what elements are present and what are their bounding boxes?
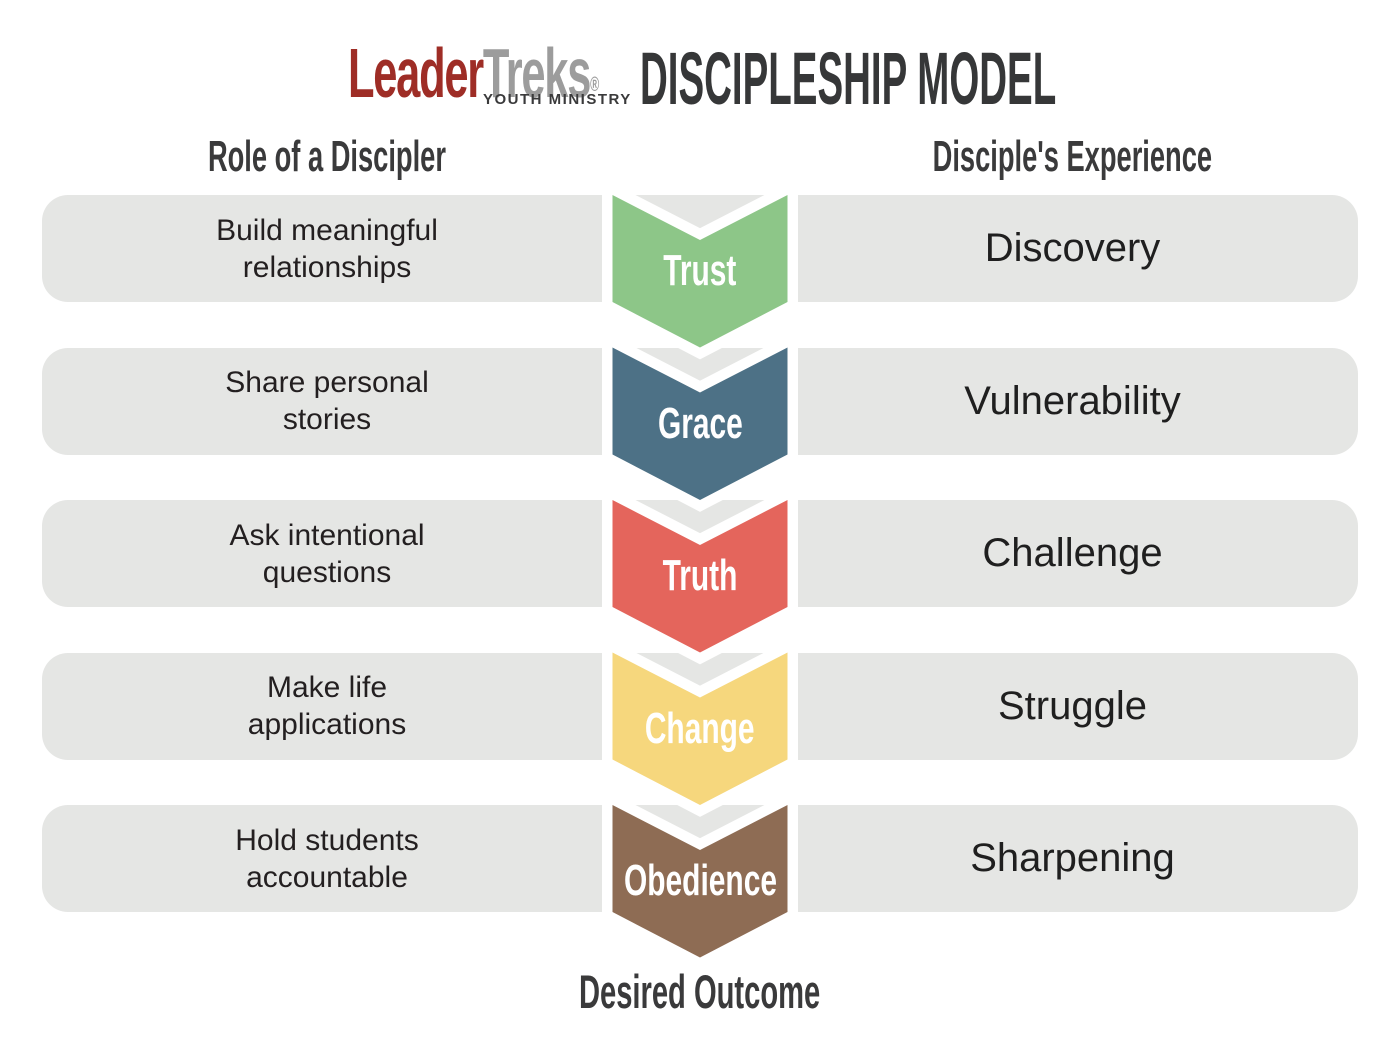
stage-label-change: Change — [612, 703, 788, 755]
role-text-grace: Share personal stories — [42, 348, 612, 455]
stage-label-text: Change — [645, 703, 755, 753]
role-text-change: Make life applications — [42, 653, 612, 760]
experience-text-vulnerability: Vulnerability — [964, 378, 1181, 423]
stage-label-truth: Truth — [612, 550, 788, 602]
role-line: Build meaningful — [216, 213, 438, 247]
column-header-right-label: Disciple's Experience — [932, 132, 1213, 181]
role-line: Ask intentional — [229, 518, 425, 552]
stage-label-text: Grace — [657, 398, 743, 448]
role-line: applications — [247, 708, 407, 741]
role-line: Share personal — [225, 366, 429, 399]
column-header-role-of-discipler: Role of a Discipler — [42, 132, 612, 181]
stage-label-text: Truth — [662, 551, 738, 600]
role-text-trust: Build meaningful relationships — [42, 195, 612, 302]
page-title: DISCIPLESHIP MODEL — [640, 37, 1057, 120]
experience-text-challenge: Challenge — [982, 531, 1163, 575]
stage-label-text: Obedience — [623, 856, 777, 905]
leadertreks-logo: LeaderTreks® — [348, 38, 599, 108]
role-line: stories — [282, 403, 372, 436]
stage-label-trust: Trust — [612, 245, 788, 297]
experience-text-struggle: Struggle — [998, 683, 1147, 728]
role-line: Hold students — [235, 823, 419, 857]
experience-text-sharpening: Sharpening — [970, 836, 1175, 880]
role-text-truth: Ask intentional questions — [42, 500, 612, 607]
stage-label-obedience: Obedience — [612, 855, 788, 907]
role-line: relationships — [242, 250, 412, 284]
stage-label-text: Trust — [663, 246, 737, 295]
column-header-left-label: Role of a Discipler — [207, 132, 446, 181]
role-line: Make life — [266, 671, 388, 704]
logo-subtitle: YOUTH MINISTRY — [483, 91, 632, 108]
experience-text-discovery: Discovery — [984, 226, 1161, 270]
desired-outcome-label: Desired Outcome — [0, 964, 1400, 1018]
column-header-disciples-experience: Disciple's Experience — [787, 132, 1358, 181]
role-line: questions — [262, 555, 392, 589]
role-text-obedience: Hold students accountable — [42, 805, 612, 912]
logo-word-leader: Leader — [348, 34, 484, 112]
role-line: accountable — [246, 860, 408, 894]
logo-word-treks: Treks — [482, 34, 591, 112]
registered-trademark-icon: ® — [590, 74, 600, 96]
stage-label-grace: Grace — [612, 398, 788, 450]
desired-outcome-text: Desired Outcome — [579, 964, 821, 1018]
